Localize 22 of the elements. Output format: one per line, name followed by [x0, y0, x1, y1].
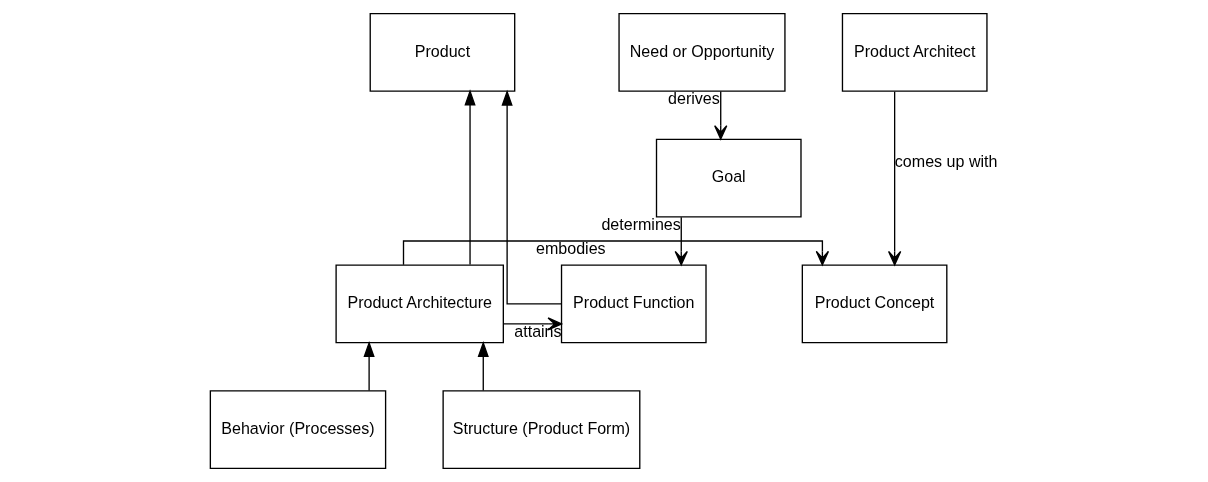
node-box: Goal: [655, 138, 802, 218]
arrow: [503, 317, 563, 331]
arrow: [501, 89, 562, 305]
node-box: Product Architecture: [335, 264, 504, 344]
node-box: Structure (Product Form): [442, 390, 641, 470]
arrow: [477, 340, 489, 392]
node-box: Need or Opportunity: [618, 12, 786, 92]
node-box: Product: [369, 12, 516, 92]
node-box: Product Concept: [801, 264, 948, 344]
edge-label: derives: [668, 89, 720, 108]
arrow: [363, 340, 375, 392]
node-box: Product Architect: [841, 12, 988, 92]
node-box: Behavior (Processes): [209, 390, 387, 470]
edge-label: comes up with: [894, 152, 998, 171]
edge-label: attains: [514, 321, 562, 340]
arrow: [887, 91, 902, 266]
arrow: [402, 240, 830, 266]
arrow: [674, 216, 688, 266]
arrow: [464, 89, 476, 266]
node-box: Product Function: [560, 264, 707, 344]
edge-label: embodies: [536, 238, 606, 257]
arrow: [714, 90, 728, 140]
